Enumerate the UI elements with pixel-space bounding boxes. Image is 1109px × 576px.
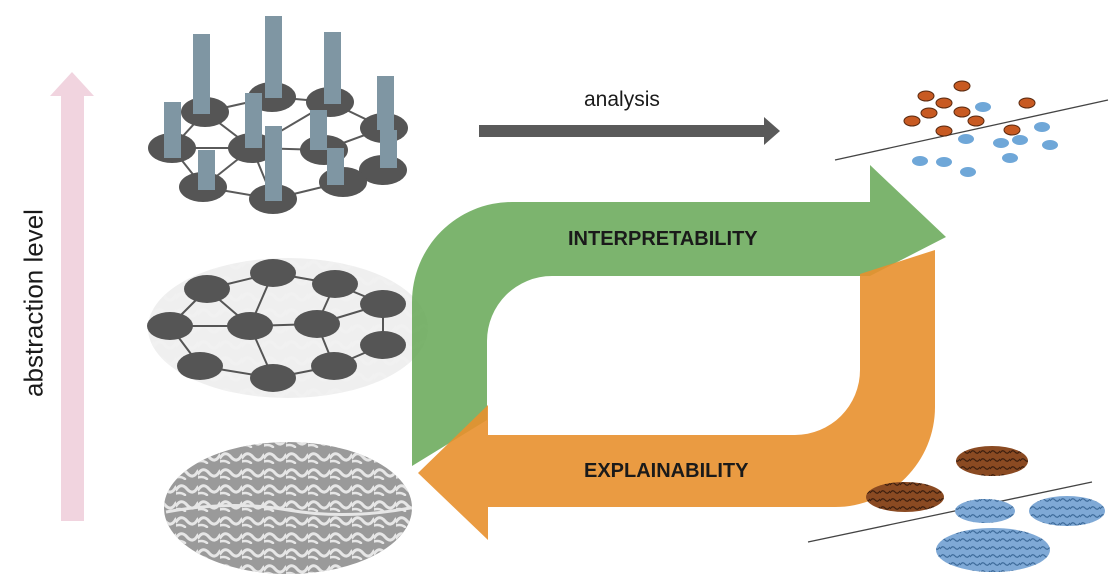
brain-icon xyxy=(164,442,412,574)
abstraction-axis-arrow xyxy=(50,72,94,521)
explainability-arrow xyxy=(418,250,935,540)
abstraction-level-label: abstraction level xyxy=(18,209,49,397)
analysis-arrow xyxy=(479,117,780,145)
analysis-label: analysis xyxy=(584,88,660,111)
cluster-scatter-icon xyxy=(834,80,1109,177)
network-bar-graph-icon xyxy=(148,16,408,214)
interpretability-arrow xyxy=(412,165,946,466)
interpretability-label: INTERPRETABILITY xyxy=(568,228,758,250)
brain-network-icon xyxy=(147,258,428,398)
brain-cluster-icon xyxy=(807,446,1105,572)
explainability-label: EXPLAINABILITY xyxy=(584,460,749,482)
